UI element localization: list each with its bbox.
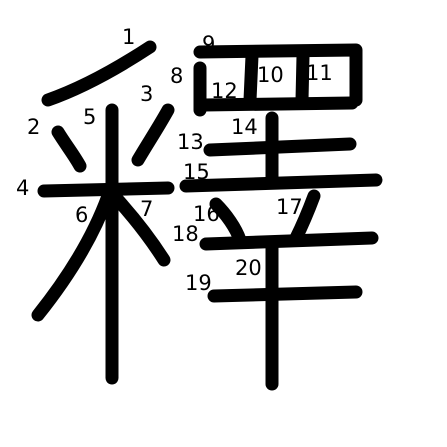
stroke-12: [197, 96, 359, 112]
stroke-number-2: 2: [27, 115, 40, 139]
stroke-number-4: 4: [16, 176, 29, 200]
stroke-15: [179, 173, 383, 193]
stroke-number-19: 19: [185, 271, 212, 295]
stroke-number-9: 9: [202, 32, 215, 56]
stroke-19: [207, 285, 363, 303]
stroke-number-11: 11: [306, 61, 333, 85]
stroke-number-17: 17: [276, 195, 303, 219]
stroke-number-15: 15: [183, 160, 210, 184]
stroke-number-5: 5: [83, 105, 96, 129]
stroke-7: [111, 193, 171, 267]
stroke-2: [51, 125, 87, 173]
stroke-18: [199, 231, 379, 251]
stroke-10: [243, 49, 259, 107]
stroke-number-13: 13: [177, 130, 204, 154]
stroke-number-6: 6: [75, 203, 88, 227]
stroke-number-3: 3: [140, 82, 153, 106]
stroke-number-8: 8: [170, 64, 183, 88]
stroke-11: [295, 49, 310, 107]
stroke-number-12: 12: [211, 79, 238, 103]
stroke-1: [41, 40, 157, 107]
stroke-number-16: 16: [193, 202, 220, 226]
stroke-6: [31, 189, 115, 322]
stroke-number-14: 14: [231, 115, 258, 139]
stroke-number-10: 10: [257, 63, 284, 87]
stroke-number-20: 20: [235, 256, 262, 280]
stroke-13: [203, 137, 357, 157]
stroke-number-7: 7: [140, 197, 153, 221]
stroke-number-1: 1: [122, 25, 135, 49]
stroke-3: [131, 103, 175, 167]
stroke-number-18: 18: [172, 222, 199, 246]
